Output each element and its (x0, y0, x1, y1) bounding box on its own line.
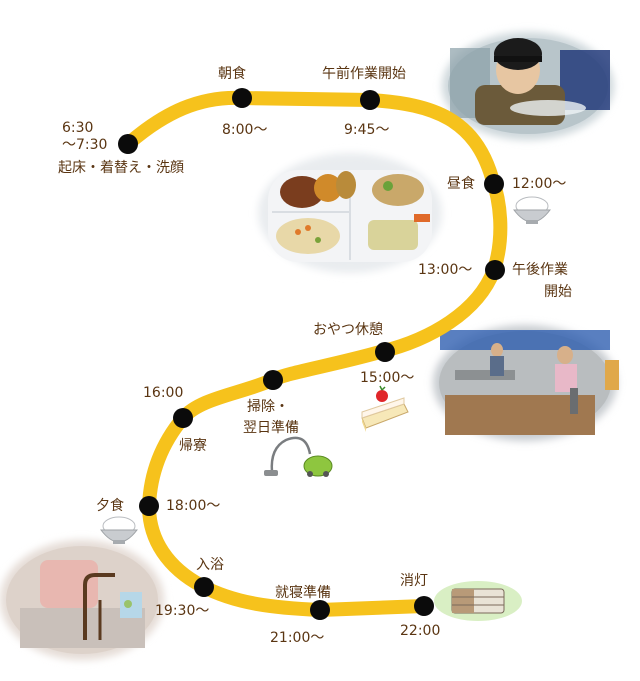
bed-prep-time: 21:00～ (270, 630, 325, 646)
breakfast-time: 8:00～ (222, 122, 268, 138)
rice-bowl-icon (512, 196, 552, 224)
schedule-path (121, 90, 508, 617)
lights-out-label: 消灯 (400, 573, 428, 589)
pm-work-label-line1: 午後作業 (512, 262, 568, 278)
bath-label: 入浴 (196, 557, 224, 573)
bath-photo (0, 540, 164, 660)
pm-work-label-line2: 開始 (544, 284, 572, 300)
cleaning-label-line1: 掃除・ (247, 399, 289, 415)
node-dinner (139, 496, 159, 516)
worker-helmet-photo (442, 32, 614, 140)
bath-time: 19:30～ (155, 603, 210, 619)
snack-time: 15:00～ (360, 370, 415, 386)
node-dorm (173, 408, 193, 428)
timeline-nodes (118, 88, 505, 620)
dinner-time: 18:00～ (166, 498, 221, 514)
am-work-time: 9:45～ (344, 122, 390, 138)
node-am-work (360, 90, 380, 110)
dinner-label: 夕食 (96, 498, 124, 514)
dorm-label: 帰寮 (179, 438, 207, 454)
wake-label: 起床・着替え・洗顔 (58, 160, 184, 176)
futon-icon (434, 581, 522, 621)
node-lights-out (414, 596, 434, 616)
node-bed-prep (310, 600, 330, 620)
rice-bowl-icon (99, 516, 139, 544)
node-snack (375, 342, 395, 362)
node-wake (118, 134, 138, 154)
am-work-label: 午前作業開始 (322, 66, 406, 82)
snack-label: おやつ休憩 (313, 322, 383, 338)
bed-prep-label: 就寝準備 (275, 585, 331, 601)
lights-out-time: 22:00 (400, 623, 441, 639)
workshop-photo (433, 325, 619, 441)
wake-time-start: 6:30 (62, 120, 94, 136)
node-pm-work (485, 260, 505, 280)
pm-work-time: 13:00～ (418, 262, 473, 278)
lunch-time: 12:00～ (512, 176, 567, 192)
node-cleaning (263, 370, 283, 390)
wake-time-end: ～7:30 (62, 137, 108, 153)
cake-icon (361, 385, 409, 432)
node-lunch (484, 174, 504, 194)
lunch-plate-photo (258, 153, 442, 273)
node-bath (194, 577, 214, 597)
breakfast-label: 朝食 (218, 66, 246, 82)
cleaning-label-line2: 翌日準備 (243, 420, 299, 436)
lunch-label: 昼食 (447, 176, 475, 192)
node-breakfast (232, 88, 252, 108)
dorm-time: 16:00 (143, 385, 184, 401)
vacuum-icon (264, 436, 333, 477)
